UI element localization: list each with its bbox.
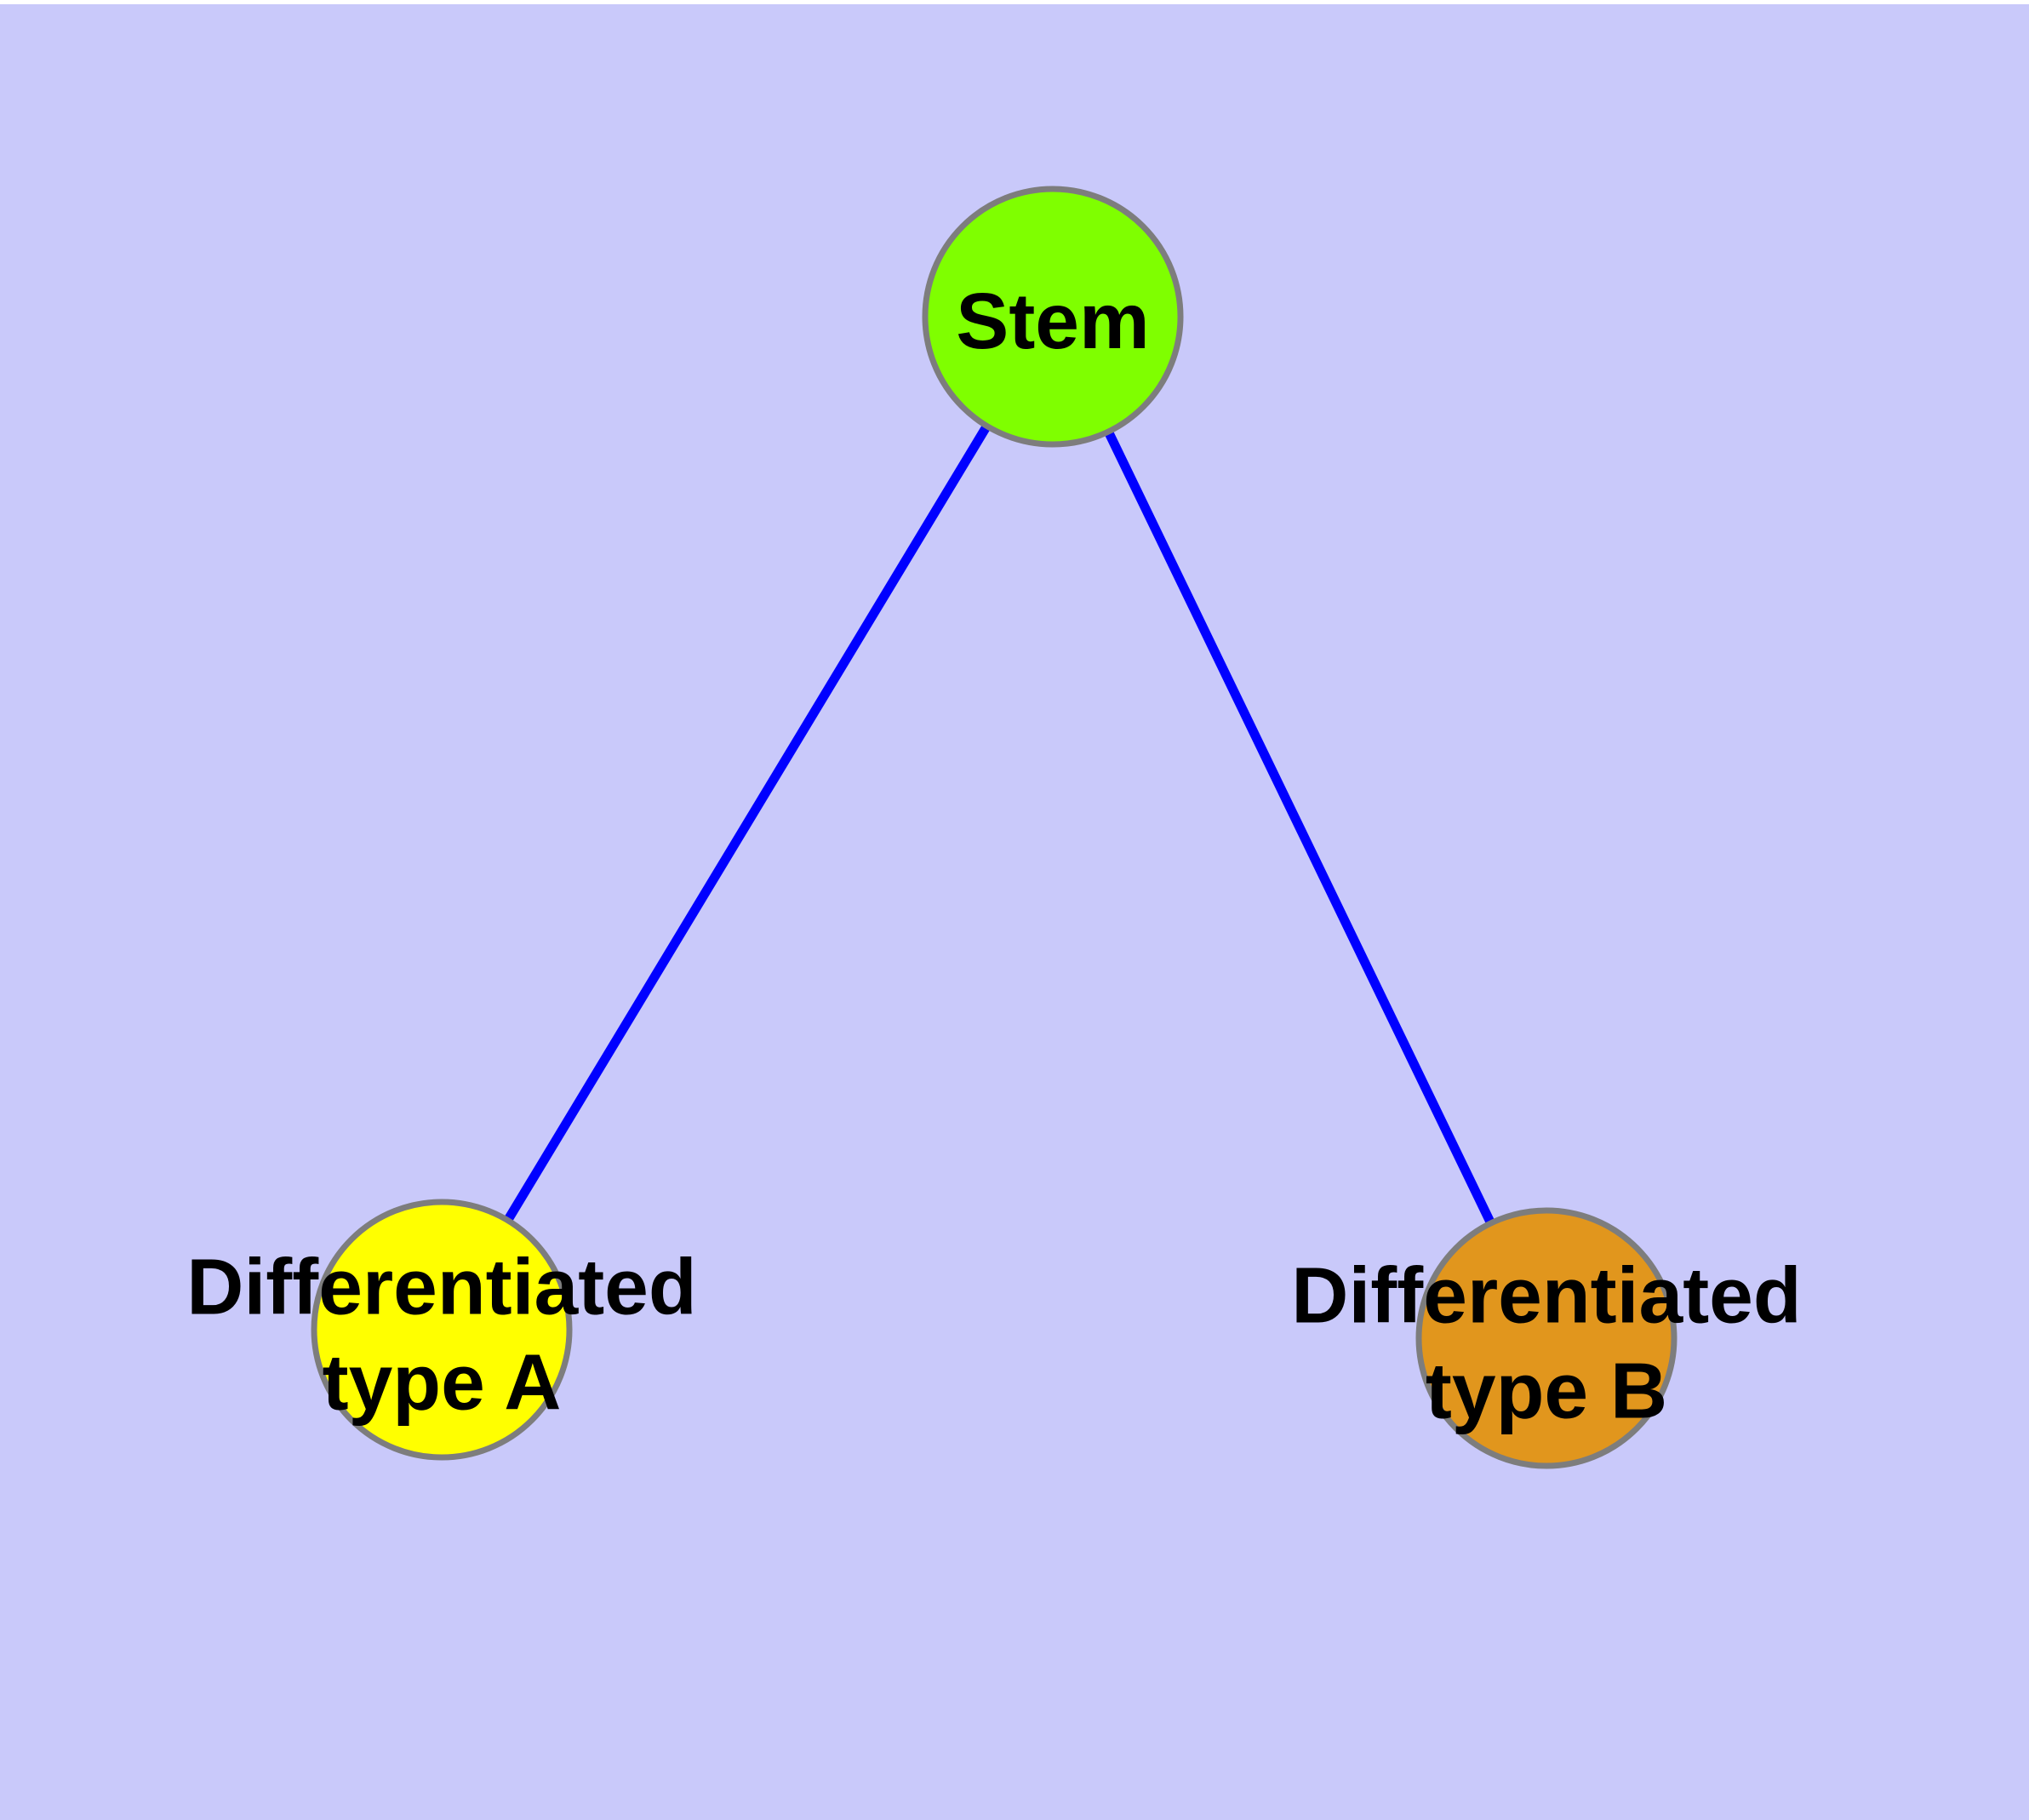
node-circle-stem bbox=[922, 186, 1184, 448]
edge-stem-to-type-b bbox=[1049, 314, 1551, 1341]
edge-stem-to-type-a bbox=[437, 314, 1057, 1332]
node-circle-differentiated-type-b bbox=[1415, 1207, 1677, 1469]
node-circle-differentiated-type-a bbox=[311, 1199, 573, 1461]
